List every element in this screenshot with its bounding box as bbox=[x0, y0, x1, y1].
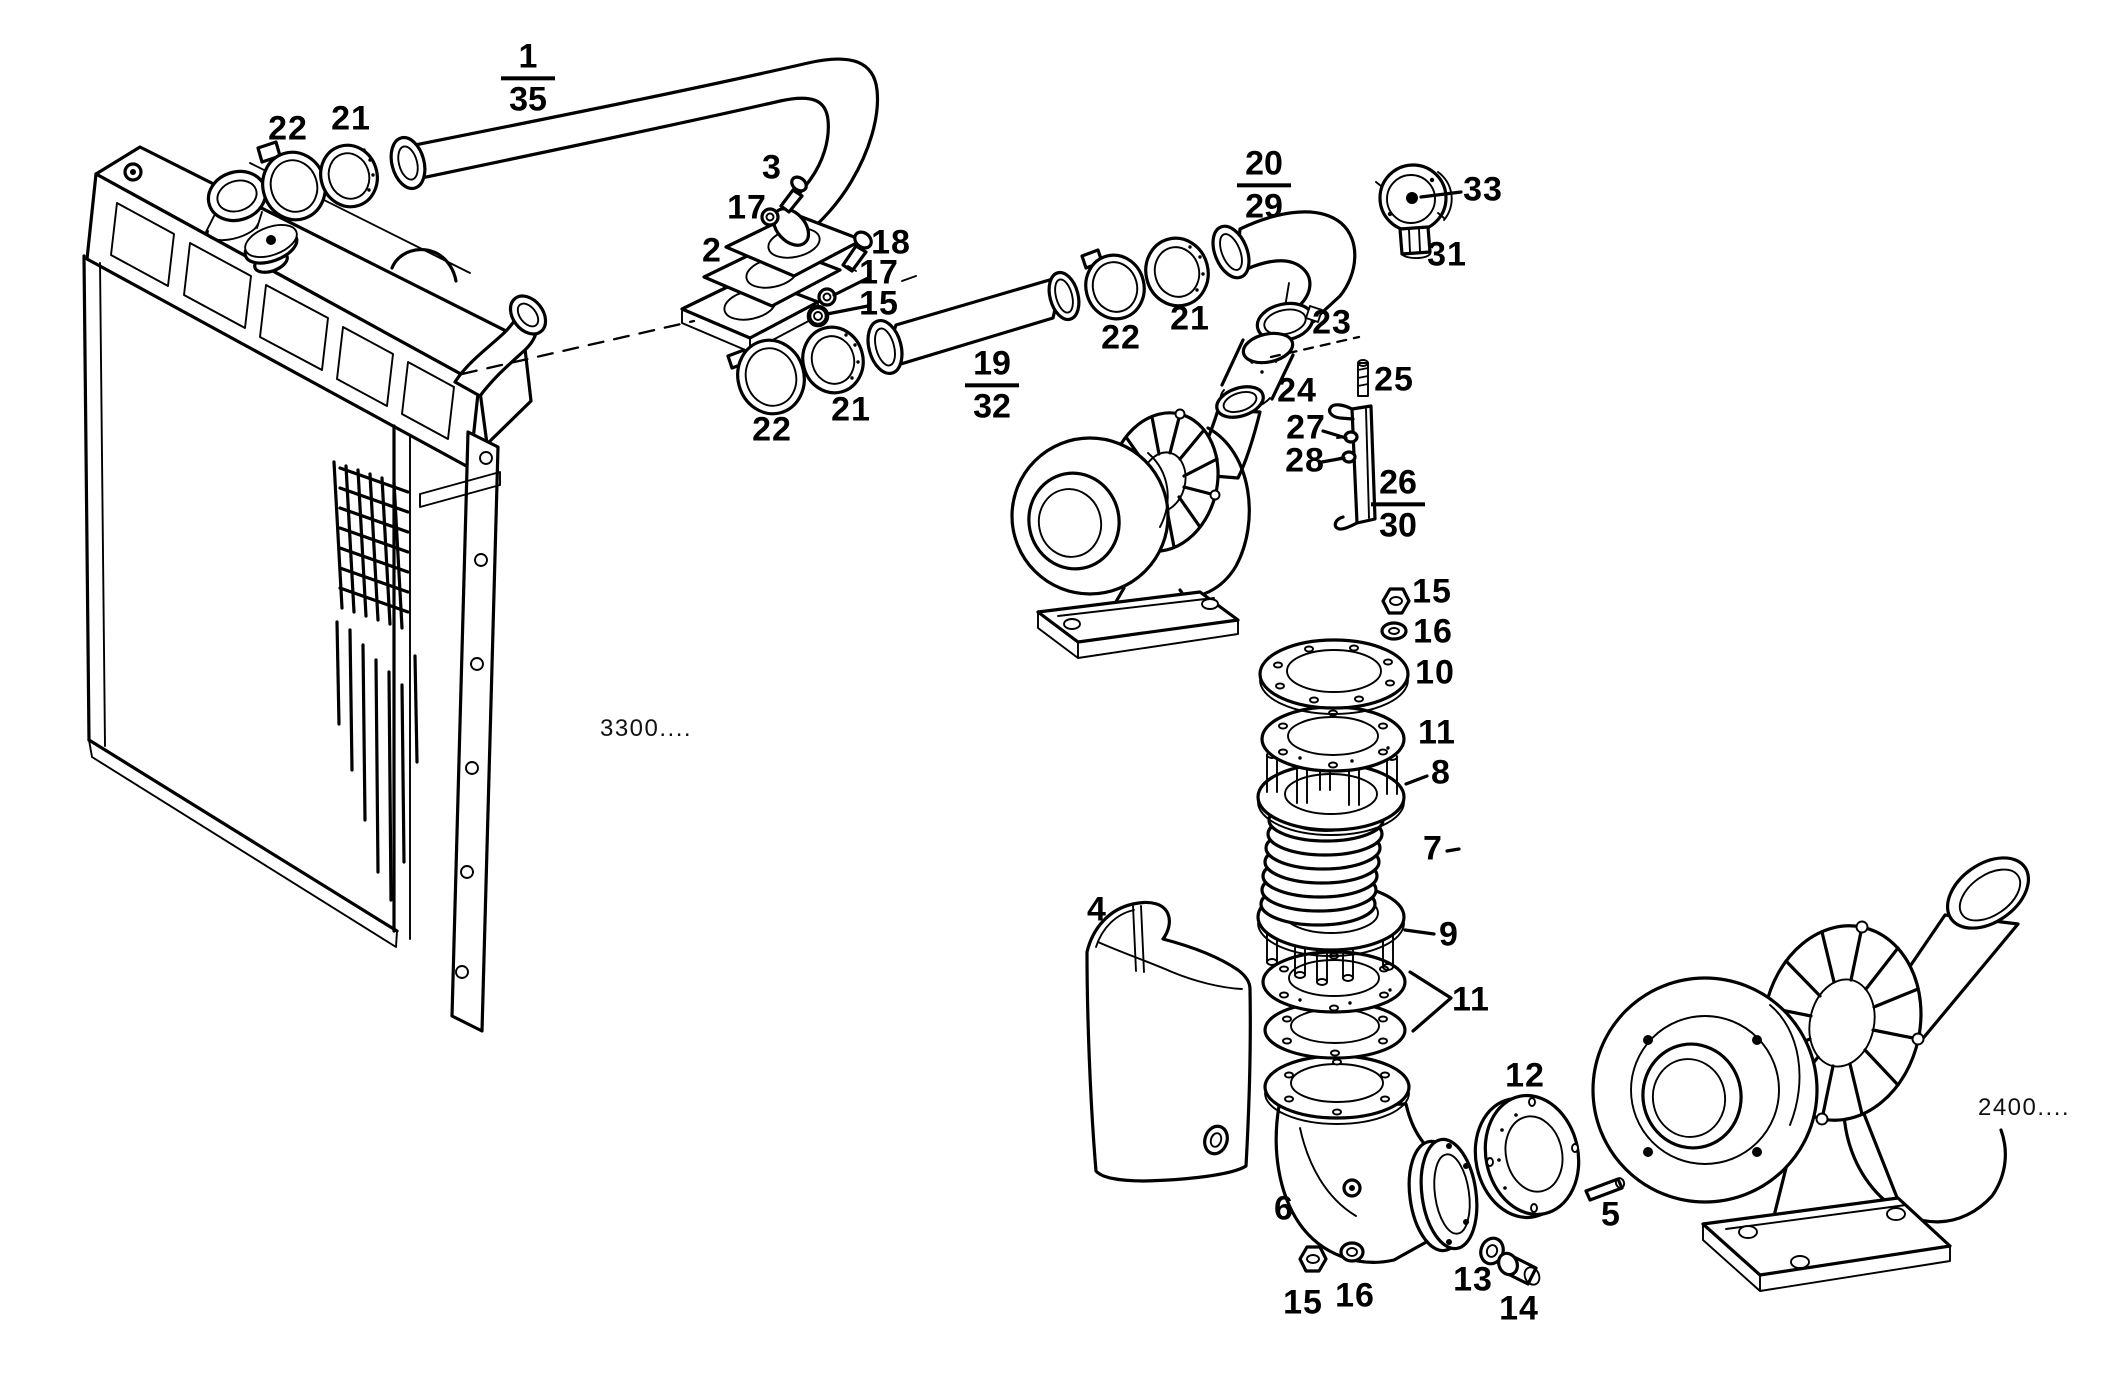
turbocharger-middle bbox=[1010, 385, 1265, 659]
nut-15a bbox=[1381, 587, 1411, 615]
bolt-18 bbox=[841, 230, 873, 273]
hose-sleeve-21a bbox=[319, 143, 379, 209]
washer-16b bbox=[1339, 1241, 1365, 1263]
washer-13 bbox=[1479, 1236, 1505, 1266]
hose-clamp-22c bbox=[1080, 248, 1146, 321]
washer-16a bbox=[1380, 621, 1408, 641]
filler-cap bbox=[243, 223, 299, 274]
turbocharger-right bbox=[1591, 856, 2031, 1292]
lower-hose-19 bbox=[866, 270, 1081, 376]
assembly-dashed-lines bbox=[460, 319, 1361, 376]
elbow-hose-20 bbox=[1211, 210, 1357, 326]
pin-5 bbox=[1584, 1177, 1626, 1202]
hose-clamp-22a bbox=[256, 140, 327, 222]
radiator-core-fins bbox=[332, 460, 419, 902]
gasket-11b bbox=[1261, 950, 1407, 1014]
flange-ring-10 bbox=[1258, 638, 1410, 715]
washer-17a bbox=[760, 207, 780, 227]
exhaust-elbow-6 bbox=[1263, 1054, 1479, 1264]
nut-15b bbox=[1298, 1245, 1328, 1273]
radiator bbox=[82, 145, 548, 1033]
ring-bracket-31-33 bbox=[1375, 163, 1453, 260]
radiator-inlet-pipe bbox=[453, 294, 548, 398]
mounting-bracket-26-30 bbox=[1328, 403, 1377, 531]
hose-sleeve-21c bbox=[1144, 236, 1210, 308]
hose-sleeve-21b bbox=[801, 325, 865, 395]
gasket-11a bbox=[1260, 705, 1406, 773]
bolt-14 bbox=[1497, 1251, 1541, 1286]
upper-hose-1 bbox=[389, 57, 880, 236]
bolt-3 bbox=[779, 175, 808, 214]
nut-15u bbox=[806, 304, 830, 328]
leader-lines bbox=[825, 190, 1463, 1033]
tick-mark bbox=[901, 275, 917, 282]
gasket-12 bbox=[1473, 1093, 1581, 1220]
hose-clamp-22b bbox=[726, 338, 806, 416]
heat-shield-4 bbox=[1085, 900, 1252, 1183]
washer-17b bbox=[817, 287, 837, 307]
pin-25 bbox=[1357, 359, 1369, 397]
radiator-outlet-stub bbox=[205, 169, 268, 242]
